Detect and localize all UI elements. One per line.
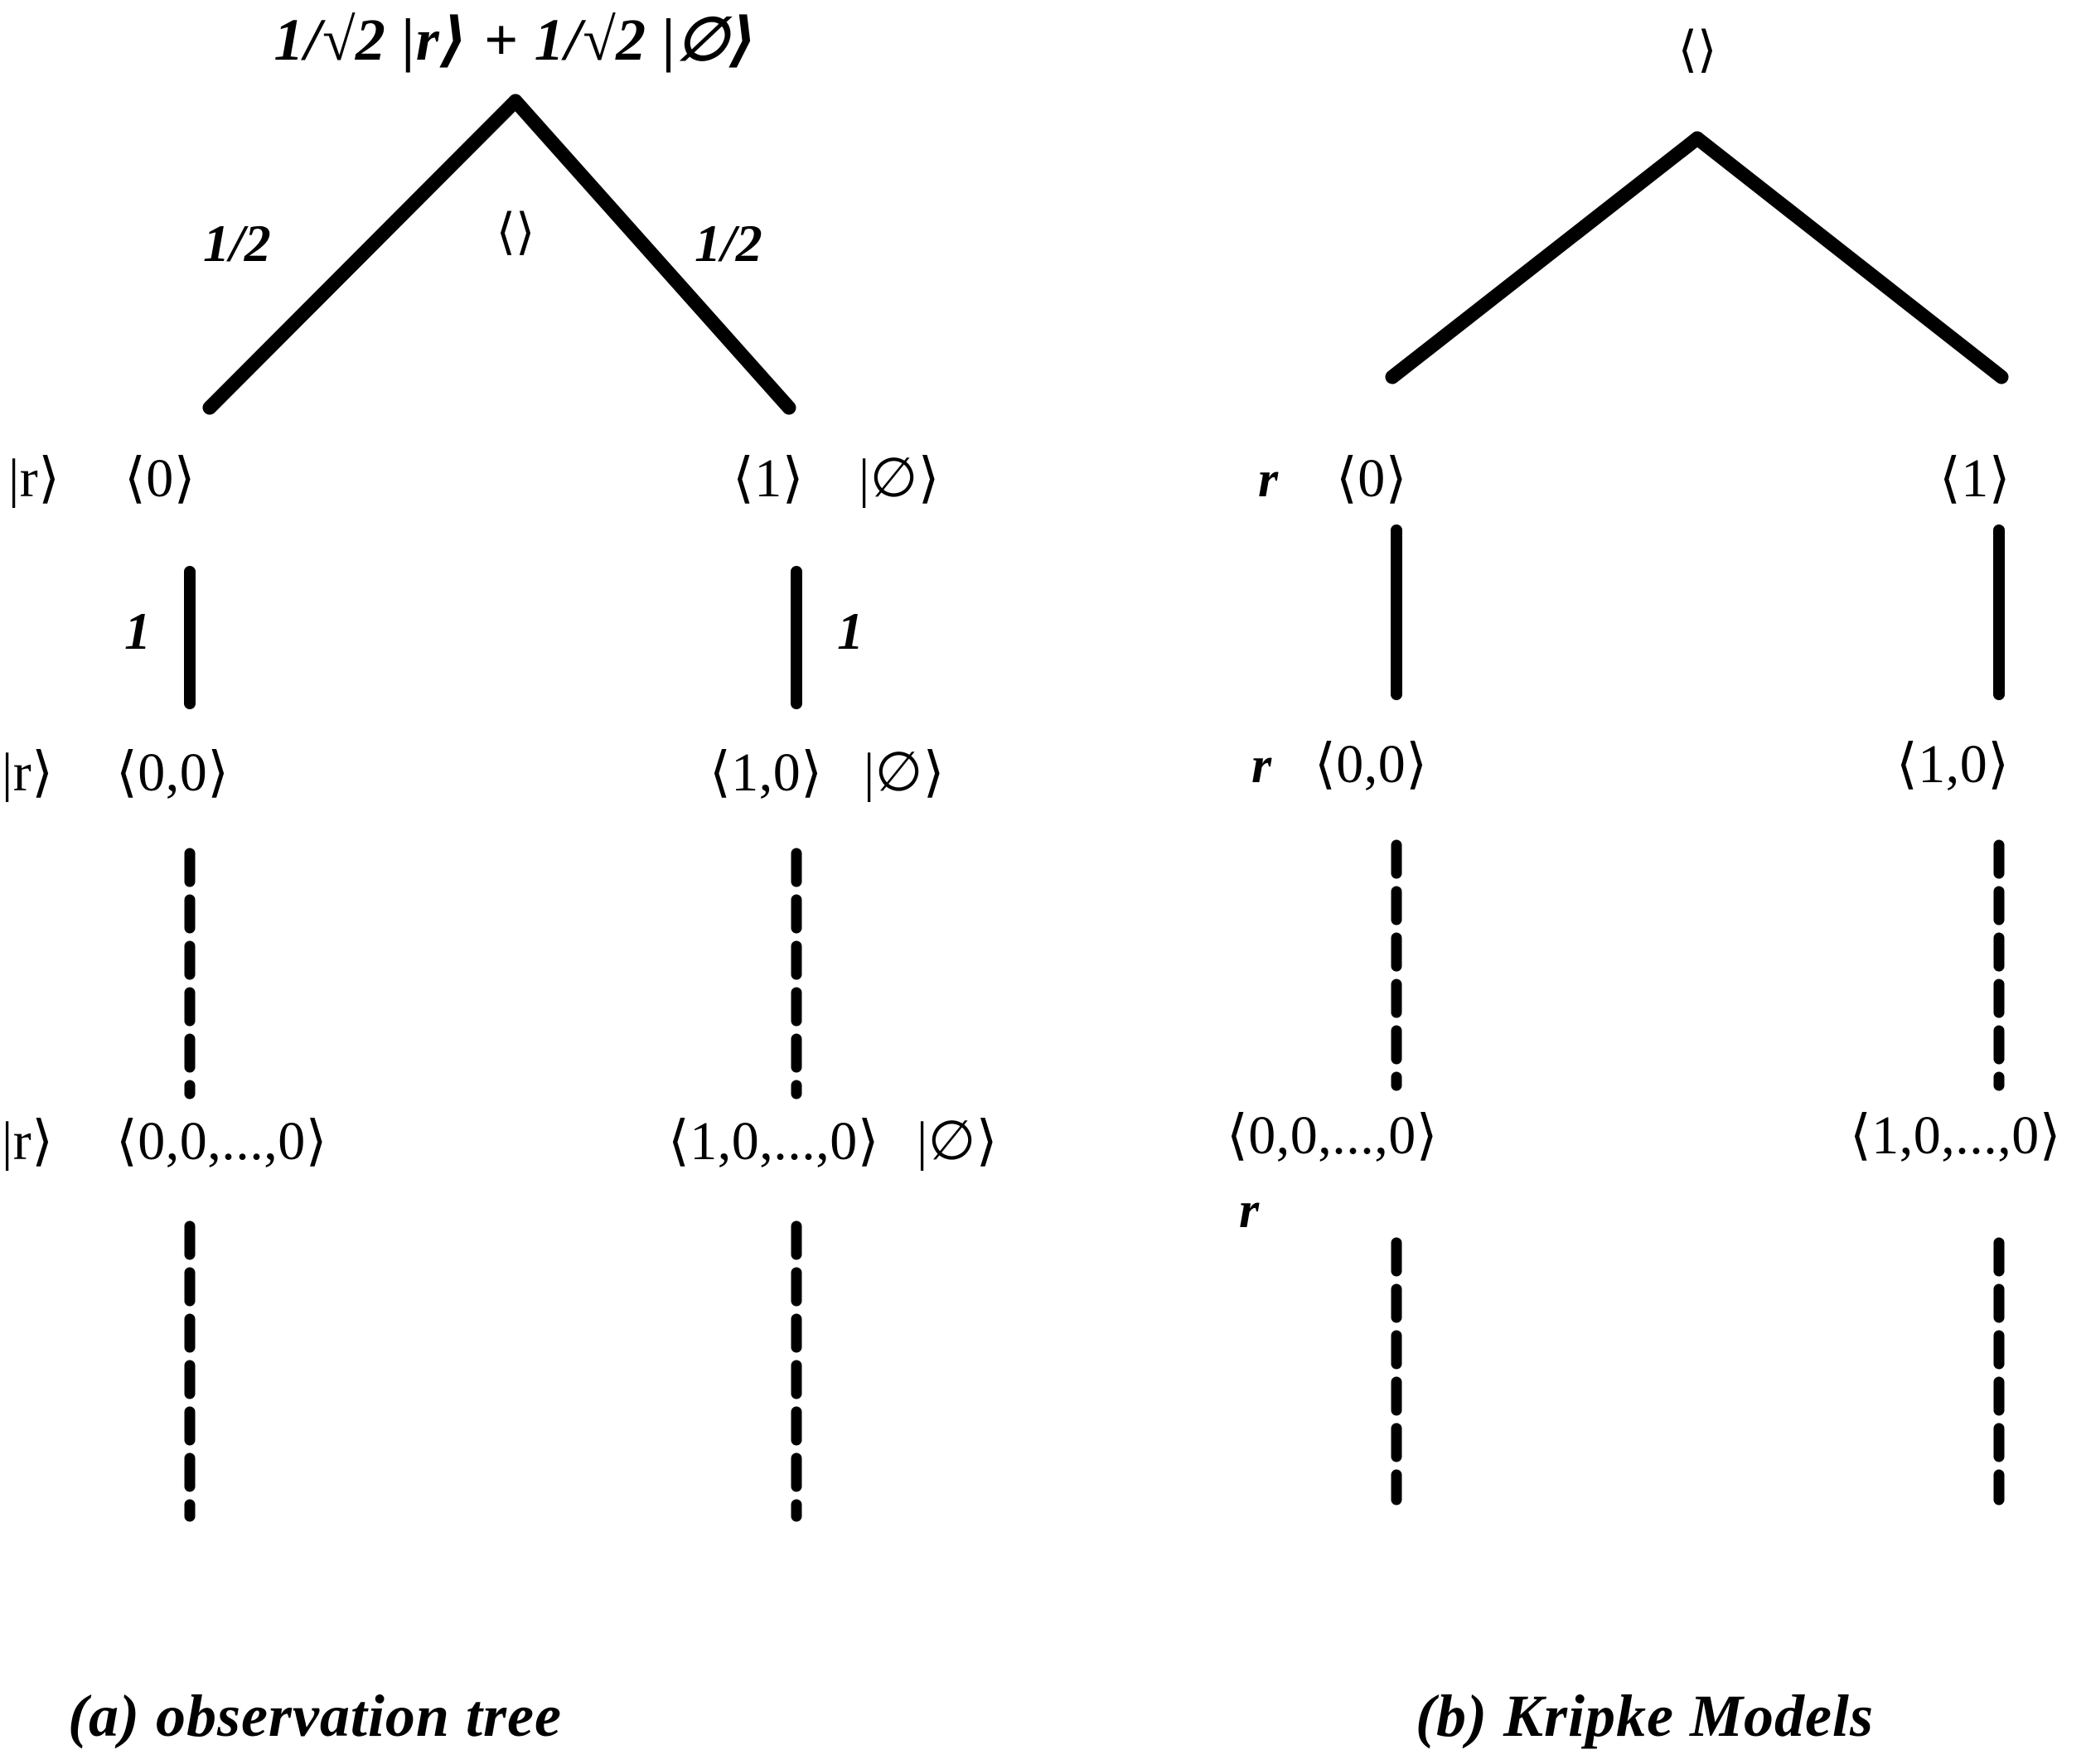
node-b-l3-right-history: ⟨1,0,...,0⟩ xyxy=(1850,1105,2061,1166)
root-node-symbol-b: ⟨⟩ xyxy=(1677,22,1717,77)
node-b-l1-left-prop: r xyxy=(1258,452,1279,508)
edge-b-root-right xyxy=(1690,131,2009,384)
node-a-l3-right-state: |∅⟩ xyxy=(917,1111,998,1172)
node-a-l1-left-state: |r⟩ xyxy=(8,448,60,509)
edge-weight-left-top: 1/2 xyxy=(203,214,271,273)
node-b-l1-left-history: ⟨0⟩ xyxy=(1336,448,1407,509)
node-a-l1-right-state: |∅⟩ xyxy=(859,448,940,509)
edge-weight-right-top: 1/2 xyxy=(695,214,762,273)
node-b-l2-right-history: ⟨1,0⟩ xyxy=(1896,734,2010,795)
node-a-l2-left-history: ⟨0,0⟩ xyxy=(116,742,230,803)
edge-weight-right-mid: 1 xyxy=(837,602,864,660)
node-a-l2-right-state: |∅⟩ xyxy=(864,742,945,803)
node-a-l2-right-history: ⟨1,0⟩ xyxy=(709,742,823,803)
node-b-l2-left-prop: r xyxy=(1251,737,1272,794)
node-a-l3-left-history: ⟨0,0,...,0⟩ xyxy=(116,1111,327,1172)
node-b-l3-left-history: ⟨0,0,...,0⟩ xyxy=(1227,1105,1438,1166)
caption-panel-a: (a) observation tree xyxy=(68,1683,562,1749)
node-a-l3-right-history: ⟨1,0,...,0⟩ xyxy=(668,1111,879,1172)
node-b-l2-left-history: ⟨0,0⟩ xyxy=(1314,734,1428,795)
edge-weight-left-mid: 1 xyxy=(124,602,151,660)
node-a-l1-left-history: ⟨0⟩ xyxy=(124,448,196,509)
observation-tree-title: 1/√2 |r⟩ + 1/√2 |∅⟩ xyxy=(273,7,757,73)
caption-panel-b: (b) Kripke Models xyxy=(1416,1683,1874,1749)
node-b-l3-left-prop: r xyxy=(1239,1182,1260,1239)
root-node-symbol-a: ⟨⟩ xyxy=(496,205,535,259)
node-a-l2-left-state: |r⟩ xyxy=(2,742,54,803)
edge-b-root-left xyxy=(1385,131,1705,384)
node-b-l1-right-history: ⟨1⟩ xyxy=(1939,448,2011,509)
node-a-l3-left-state: |r⟩ xyxy=(2,1111,54,1172)
node-a-l1-right-history: ⟨1⟩ xyxy=(733,448,804,509)
